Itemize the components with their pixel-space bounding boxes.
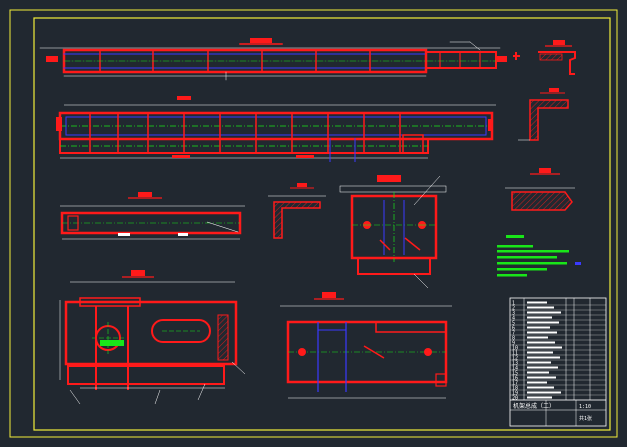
lower-middle-plan-view [280,292,452,399]
parts-list-row-number: 20 [512,395,518,401]
drawing-title: 机架总成（二） [513,402,555,410]
parts-list-row-name [527,356,560,359]
parts-list-row-name [527,336,548,339]
parts-list-row-name [527,326,550,329]
parts-list-row-name [527,301,547,304]
long-frame-view [56,96,496,162]
parts-list-row-number: 13 [512,360,518,366]
parts-list-row-number: 19 [512,390,518,396]
parts-list-row-number: 7 [512,330,515,336]
parts-list-row-name [527,381,547,384]
parts-list-row-number: 15 [512,370,518,376]
detail-channel-top-right [513,40,576,75]
parts-list-row-number: 5 [512,320,515,326]
parts-list-row-number: 8 [512,335,515,341]
parts-list-row-name [527,361,551,364]
parts-list-row-name [527,386,554,389]
sheet-count: 共1张 [579,415,592,422]
parts-list-row-name [527,341,555,344]
parts-list-row-name [527,331,557,334]
parts-list-row-name [527,316,552,319]
parts-list-row-name [527,366,558,369]
parts-list-row-name [527,396,552,399]
parts-list-row-number: 17 [512,380,518,386]
parts-list-row-number: 9 [512,340,515,346]
top-beam-view [39,38,507,81]
parts-list-row-number: 2 [512,305,515,311]
detail-angle-right [518,88,569,141]
parts-list-row-name [527,351,553,354]
parts-list-row-number: 3 [512,310,515,316]
parts-list-row-name [527,376,556,379]
parts-list-row-number: 11 [512,350,518,356]
parts-list-row-name [527,321,559,324]
short-beam-view [60,192,245,240]
parts-list-row-number: 12 [512,355,518,361]
drawing-scale: 1:10 [579,404,591,410]
parts-list-row-number: 1 [512,300,515,306]
parts-list-row-name [527,391,561,394]
parts-list-row-name [527,311,561,314]
parts-list-row-number: 4 [512,315,515,321]
technical-requirements-notes [497,235,581,277]
parts-list-row-number: 10 [512,345,518,351]
parts-list-row-name [527,346,562,349]
parts-list-row-number: 6 [512,325,515,331]
box-section-view [339,175,447,289]
parts-list-row-number: 14 [512,365,518,371]
detail-plate-right [505,168,575,211]
lower-left-plan-view [59,270,246,405]
parts-list-row-number: 18 [512,385,518,391]
parts-list-row-name [527,306,554,309]
parts-list-row-name [527,371,549,374]
sheet-frame [9,9,618,438]
small-section-view [268,183,326,239]
parts-list-row-number: 16 [512,375,518,381]
